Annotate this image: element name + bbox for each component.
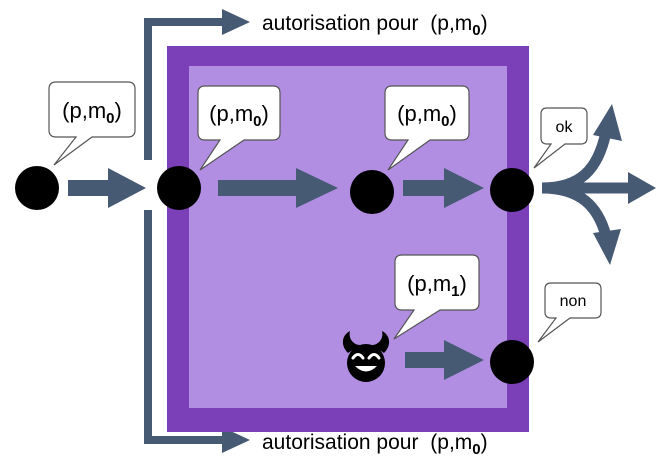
bubble-attacker: (p,m1) (393, 254, 480, 340)
bottom-authorization-line (144, 210, 225, 444)
middle-node (350, 170, 394, 214)
top-authorization-line (144, 18, 225, 160)
devil-face-icon (342, 331, 390, 382)
svg-text:(p,m1): (p,m1) (407, 271, 467, 300)
fork-right-arrowhead (628, 172, 656, 204)
arrow-middle-to-exit (403, 168, 484, 208)
arrow-entry-to-middle (218, 168, 338, 208)
reject-node (490, 340, 534, 384)
bubble-entry: (p,m0) (197, 85, 281, 171)
svg-text:(p,m0): (p,m0) (397, 101, 457, 130)
top-authorization-label: autorisation pour (p,m0) (262, 12, 488, 39)
exit-node (490, 168, 534, 212)
svg-text:(p,m0): (p,m0) (62, 98, 122, 127)
entry-node (157, 166, 201, 210)
top-authorization-arrowhead (222, 9, 250, 35)
source-node (15, 166, 59, 210)
bottom-authorization-label: autorisation pour (p,m0) (262, 431, 488, 458)
fork-up-arrowhead (593, 104, 622, 141)
fork-arrow (541, 104, 656, 265)
bottom-authorization-arrowhead (222, 427, 250, 453)
arrow-attacker-to-reject (405, 340, 484, 380)
bubble-source: (p,m0) (48, 81, 136, 166)
authorization-lines (144, 18, 225, 444)
arrow-source-to-entry (68, 168, 146, 208)
nodes (15, 166, 534, 384)
flow-arrows (68, 168, 484, 380)
bubble-middle: (p,m0) (384, 85, 470, 171)
fork-branches (541, 130, 632, 238)
svg-text:ok: ok (556, 119, 574, 136)
fork-down-arrowhead (593, 229, 621, 265)
svg-text:non: non (560, 293, 587, 310)
bubble-ok: ok (533, 107, 588, 169)
bubble-non: non (537, 282, 602, 343)
svg-text:(p,m0): (p,m0) (209, 101, 269, 130)
